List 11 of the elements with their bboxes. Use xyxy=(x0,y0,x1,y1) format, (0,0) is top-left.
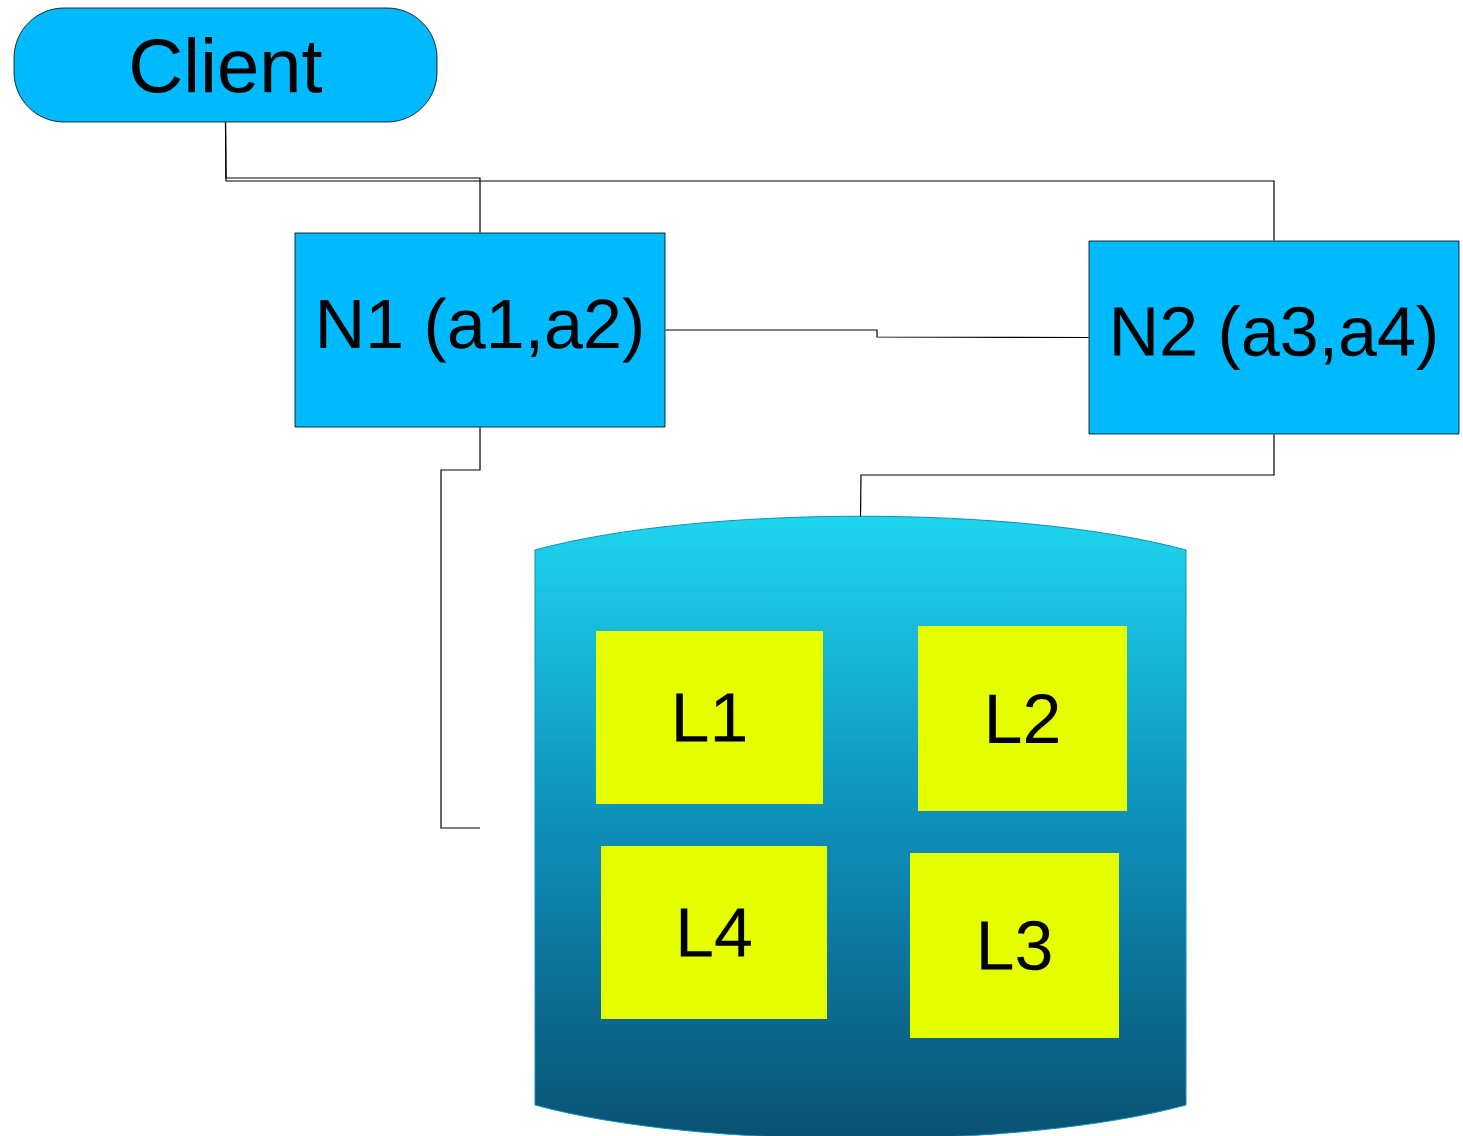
partition-box: L2 xyxy=(918,626,1127,811)
connector-line xyxy=(440,426,481,829)
partition-box: L4 xyxy=(601,846,827,1019)
node-box: N2 (a3,a4) xyxy=(1088,240,1460,435)
connector-line xyxy=(664,329,1090,339)
client-box: Client xyxy=(13,7,438,123)
partition-box: L1 xyxy=(596,631,823,804)
connector-line xyxy=(859,433,1275,518)
connector-line xyxy=(224,121,1275,242)
node-box: N1 (a1,a2) xyxy=(294,232,666,428)
partition-box: L3 xyxy=(910,853,1119,1038)
